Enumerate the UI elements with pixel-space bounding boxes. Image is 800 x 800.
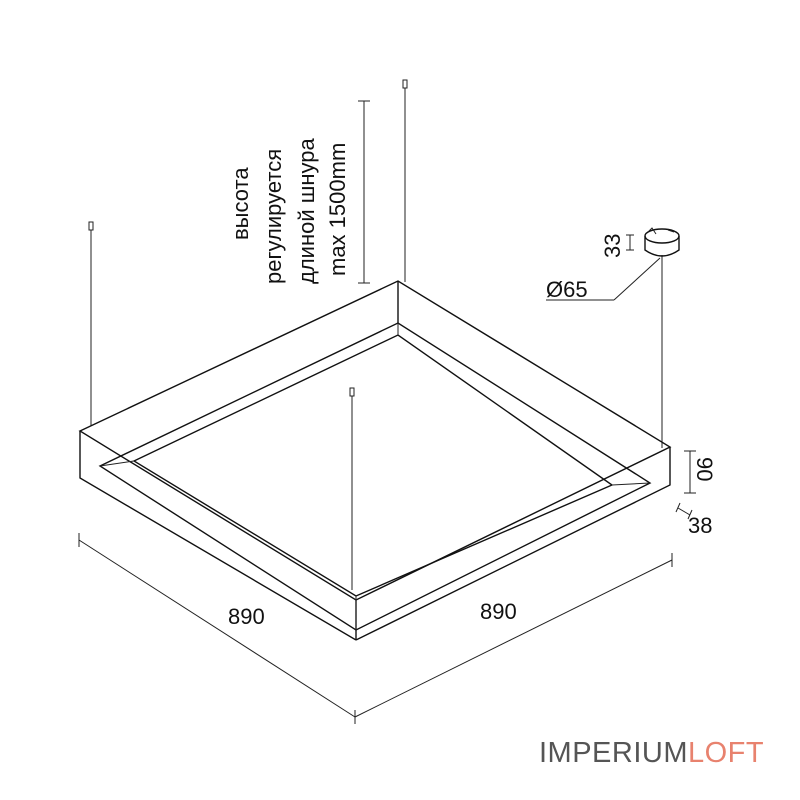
width-right-label: 890 xyxy=(480,599,517,624)
width-dimensions xyxy=(78,533,673,724)
note-line4: max 1500mm xyxy=(325,143,350,276)
canopy-height-label: 33 xyxy=(600,234,625,258)
brand-part2: LOFT xyxy=(688,737,764,769)
cable-front-clip xyxy=(349,387,355,397)
canopy-diameter-label: Ø65 xyxy=(546,277,588,302)
frame-bottom-left xyxy=(79,431,357,641)
cable-left-clip xyxy=(88,221,94,231)
luminaire-frame xyxy=(78,280,672,641)
height-dimension xyxy=(684,450,696,494)
frame-lip-right xyxy=(611,482,651,486)
profile-dimension xyxy=(675,502,693,520)
profile-tick-b xyxy=(687,509,693,520)
frame-lip-left xyxy=(99,460,135,467)
cable-top-clip xyxy=(402,79,408,89)
width-left-label: 890 xyxy=(228,604,265,629)
frame-diffuser xyxy=(132,334,614,597)
canopy-detail xyxy=(647,227,675,235)
canopy xyxy=(546,227,680,301)
note-line1: высота xyxy=(228,167,253,240)
frame-bottom-right xyxy=(355,447,671,641)
canopy-top xyxy=(644,228,680,244)
profile-label: 38 xyxy=(688,513,712,538)
cord-length-dimension xyxy=(358,100,370,284)
profile-dimline xyxy=(677,507,691,516)
frame-top-outer xyxy=(78,280,672,601)
canopy-body xyxy=(644,236,680,257)
note-line3: длиной шнура xyxy=(294,137,319,284)
cord-note: высота регулируется длиной шнура max 150… xyxy=(228,137,350,284)
width-left-dimline xyxy=(78,539,356,718)
suspension-cables xyxy=(88,79,663,590)
canopy-pointer xyxy=(613,257,661,301)
brand-logo: IMPERIUMLOFT xyxy=(539,737,764,769)
profile-tick-a xyxy=(675,502,681,513)
brand-part1: IMPERIUM xyxy=(539,737,688,769)
note-line2: регулируется xyxy=(261,149,286,284)
width-right-dimline xyxy=(354,559,673,718)
frame-top-inner xyxy=(98,322,652,631)
height-label: 90 xyxy=(692,457,717,481)
